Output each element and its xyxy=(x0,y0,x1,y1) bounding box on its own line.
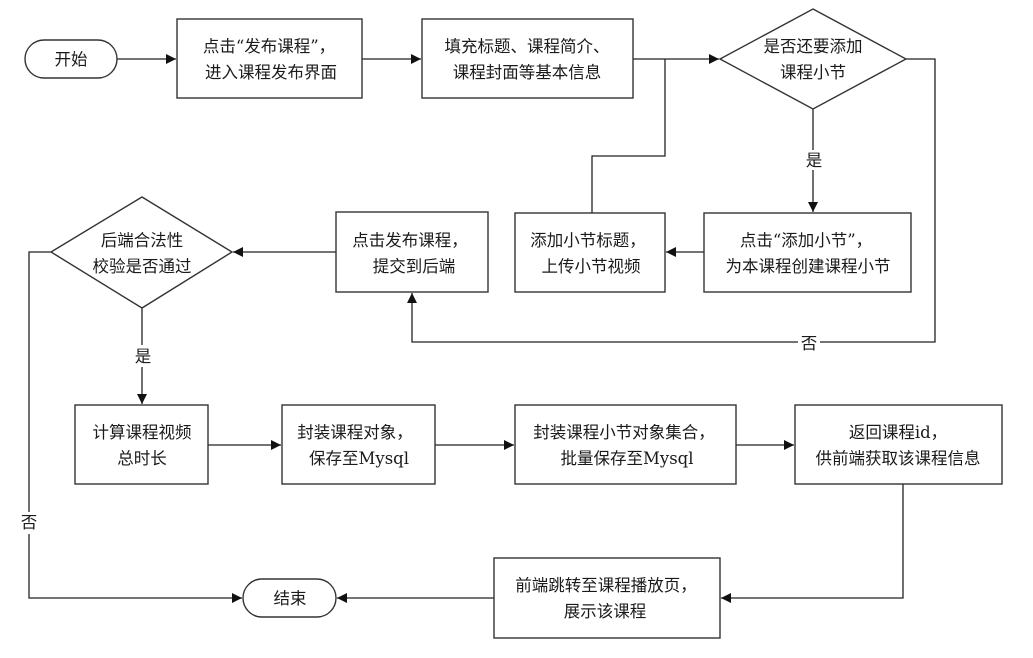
node-need-section-line1: 是否还要添加 xyxy=(764,37,863,56)
node-click-publish-line2: 进入课程发布界面 xyxy=(205,63,337,82)
node-save-sections-line2: 批量保存至Mysql xyxy=(560,449,693,468)
edge-validate-to-end xyxy=(28,251,242,603)
node-validate-line2: 校验是否通过 xyxy=(93,257,192,276)
edge-return-id-to-redirect xyxy=(721,484,904,603)
node-click-add-section: 点击“添加小节”， 为本课程创建课程小节 xyxy=(703,212,912,293)
edge-label-yes-need-section: 是 xyxy=(806,151,823,170)
node-click-add-section-line1: 点击“添加小节”， xyxy=(740,231,872,250)
node-validate: 后端合法性 校验是否通过 xyxy=(49,196,234,309)
node-fill-info-line1: 填充标题、课程简介、 xyxy=(445,37,610,56)
node-need-section: 是否还要添加 课程小节 xyxy=(718,8,908,110)
node-save-course: 封装课程对象， 保存至Mysql xyxy=(281,404,436,485)
node-save-course-line1: 封装课程对象， xyxy=(297,423,413,442)
edge-label-no-validate: 否 xyxy=(21,513,38,532)
node-fill-info: 填充标题、课程简介、 课程封面等基本信息 xyxy=(421,18,634,99)
node-add-section-title-line1: 添加小节标题， xyxy=(530,231,646,250)
edge-need-section-to-submit-backend xyxy=(407,58,936,343)
node-calc-duration: 计算课程视频 总时长 xyxy=(74,404,209,485)
node-return-id-line2: 供前端获取该课程信息 xyxy=(816,449,981,468)
node-end-label: 结束 xyxy=(274,589,307,608)
node-redirect-line2: 展示该课程 xyxy=(564,602,647,621)
node-save-course-line2: 保存至Mysql xyxy=(309,449,409,468)
node-start-label: 开始 xyxy=(55,50,88,69)
node-submit-backend: 点击发布课程， 提交到后端 xyxy=(335,211,489,293)
node-redirect-line1: 前端跳转至课程播放页， xyxy=(515,576,697,595)
node-submit-backend-line1: 点击发布课程， xyxy=(352,231,468,250)
edges xyxy=(28,54,936,603)
edge-labels: 是 否 是 否 xyxy=(19,150,824,534)
node-end: 结束 xyxy=(242,578,337,618)
node-add-section-title-line2: 上传小节视频 xyxy=(542,257,641,276)
node-need-section-line2: 课程小节 xyxy=(780,63,846,82)
node-validate-line1: 后端合法性 xyxy=(101,231,184,250)
node-calc-duration-line1: 计算课程视频 xyxy=(93,423,192,442)
node-click-publish-line1: 点击“发布课程”， xyxy=(203,37,335,56)
node-fill-info-line2: 课程封面等基本信息 xyxy=(453,63,602,82)
node-save-sections-line1: 封装课程小节对象集合， xyxy=(533,423,715,442)
edge-label-no-need-section: 否 xyxy=(801,334,818,353)
node-click-publish: 点击“发布课程”， 进入课程发布界面 xyxy=(176,18,363,99)
node-calc-duration-line2: 总时长 xyxy=(117,449,167,468)
node-redirect: 前端跳转至课程播放页， 展示该课程 xyxy=(493,557,721,639)
edge-label-yes-validate: 是 xyxy=(135,347,152,366)
node-click-add-section-line2: 为本课程创建课程小节 xyxy=(726,257,891,276)
node-return-id-line1: 返回课程id， xyxy=(849,423,947,442)
node-save-sections: 封装课程小节对象集合， 批量保存至Mysql xyxy=(514,404,737,485)
node-start: 开始 xyxy=(24,39,118,79)
node-add-section-title: 添加小节标题， 上传小节视频 xyxy=(514,212,666,293)
node-submit-backend-line2: 提交到后端 xyxy=(373,257,456,276)
node-return-id: 返回课程id， 供前端获取该课程信息 xyxy=(794,404,1003,485)
edge-add-section-title-to-need-section xyxy=(591,59,666,213)
